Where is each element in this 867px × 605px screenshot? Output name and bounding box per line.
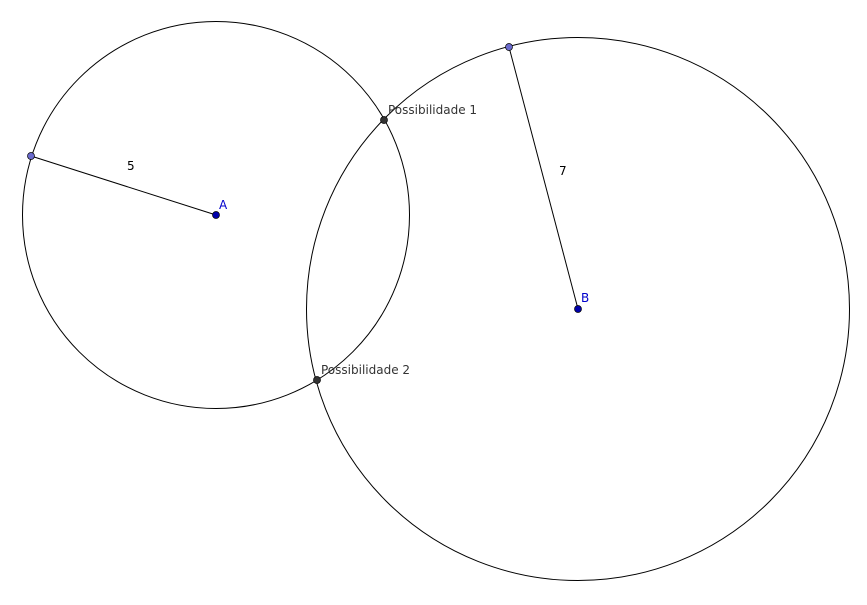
circle-b <box>306 37 850 581</box>
circle-a <box>22 21 410 409</box>
radius-label-a: 5 <box>127 159 135 173</box>
intersection-label-1: Possibilidade 1 <box>388 103 477 117</box>
intersection-point-2[interactable] <box>313 376 321 384</box>
intersection-label-2: Possibilidade 2 <box>321 363 410 377</box>
radius-segment-b <box>508 46 579 310</box>
center-point-b[interactable] <box>574 305 582 313</box>
radius-label-b: 7 <box>559 164 567 178</box>
radius-point-a[interactable] <box>27 152 35 160</box>
center-label-a: A <box>219 198 228 212</box>
center-point-a[interactable] <box>212 211 220 219</box>
radius-point-b[interactable] <box>505 43 513 51</box>
center-label-b: B <box>581 291 589 305</box>
intersection-point-1[interactable] <box>380 116 388 124</box>
radius-segment-a <box>30 155 217 216</box>
